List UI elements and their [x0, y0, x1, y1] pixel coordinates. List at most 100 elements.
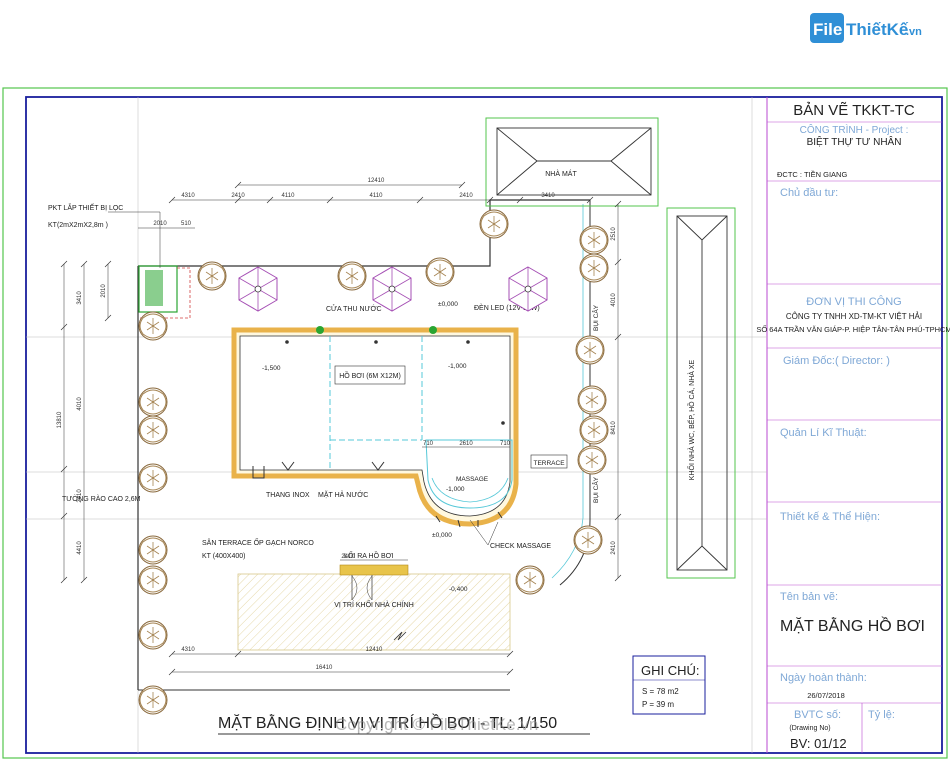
dim-inner-a: 710 — [423, 441, 434, 447]
dim-top-b: 2410 — [231, 193, 245, 199]
dim-top-a: 4310 — [181, 193, 195, 199]
contractor-address: SỐ 64A TRẦN VĂN GIÁP-P. HIỆP TÂN-TÂN PHÚ… — [756, 324, 950, 334]
dim-right-d: 2410 — [611, 541, 617, 555]
label-side-block: KHỐI NHÀ WC, BẾP, HỒ CÁ, NHÀ XE — [686, 359, 696, 480]
umbrella-icon — [372, 266, 412, 312]
sheet-no: BV: 01/12 — [790, 736, 847, 751]
dim-right-a: 2510 — [611, 227, 617, 241]
sheet-name: MẶT BẰNG HỒ BƠI — [780, 616, 925, 635]
tree-icon — [577, 445, 607, 475]
tree-icon — [138, 387, 168, 417]
tree-icon — [138, 311, 168, 341]
tree-icon — [138, 535, 168, 565]
swimming-pool: HỒ BƠI (6M X12M) -1,500 -1,000 MASSAGE -… — [231, 326, 519, 528]
label-massage-depth: -1,000 — [446, 486, 465, 493]
dim-bottom-a: 4310 — [181, 647, 195, 653]
owner-label: Chủ đầu tư: — [780, 187, 838, 199]
label-bamboo-2: BỤI CÂY — [591, 476, 600, 503]
dim-top-total: 12410 — [368, 178, 385, 184]
label-pool: HỒ BƠI (6M X12M) — [339, 370, 401, 380]
dim-filter-b: 510 — [181, 221, 192, 227]
notes-title: GHI CHÚ: — [641, 663, 700, 678]
sheet-no-sub: (Drawing No) — [789, 725, 830, 732]
dim-exit-w: 2410 — [341, 554, 355, 560]
tree-icon — [515, 565, 545, 595]
contractor-name: CÔNG TY TNHH XD-TM-KT VIỆT HẢI — [786, 312, 922, 321]
tree-icon — [479, 209, 509, 239]
dim-inner-c: 710 — [500, 441, 511, 447]
dim-bottom-b: 12410 — [366, 647, 383, 653]
label-depth-right: -1,000 — [448, 363, 467, 370]
label-shed: NHÀ MÁT — [545, 169, 577, 178]
svg-text:.vn: .vn — [906, 26, 922, 38]
label-water-inlet: CỬA THU NƯỚC — [326, 304, 382, 313]
notes-area: S = 78 m2 — [642, 687, 679, 696]
label-level-000: ±0,000 — [438, 301, 458, 308]
tree-icon — [138, 685, 168, 715]
label-pool-exit: LỐI RA HỒ BƠI — [344, 550, 394, 560]
dim-inner-b: 2610 — [459, 441, 473, 447]
tree-icon — [573, 525, 603, 555]
dim-top-f: 3410 — [541, 193, 555, 199]
dim-top-c: 4110 — [282, 193, 296, 199]
contractor-label: ĐƠN VỊ THI CÔNG — [806, 295, 901, 308]
dim-left-c: 2410 — [77, 489, 83, 503]
label-massage: MASSAGE — [456, 476, 489, 483]
completion-date: 26/07/2018 — [807, 691, 845, 700]
label-stainless-ladder: THANG INOX — [266, 492, 310, 499]
label-depth-left: -1,500 — [262, 365, 281, 372]
svg-text:File: File — [813, 20, 842, 39]
tree-icon — [197, 261, 227, 291]
tree-icon — [575, 335, 605, 365]
notes-perimeter: P = 39 m — [642, 700, 674, 709]
label-terrace: TERRACE — [533, 460, 565, 467]
notes-box: GHI CHÚ: S = 78 m2 P = 39 m — [632, 655, 706, 715]
label-level-000b: ±0,000 — [432, 532, 452, 539]
watermark-logo: File ThiếtKế .vn — [810, 13, 922, 43]
completion-label: Ngày hoàn thành: — [780, 672, 867, 684]
director-label: Giám Đốc:( Director: ) — [783, 355, 890, 367]
label-check-massage: CHECK MASSAGE — [490, 543, 551, 550]
tree-icon — [337, 261, 367, 291]
plan-main-title: MẶT BẰNG ĐỊNH VỊ VỊ TRÍ HỒ BƠI - TL: 1/1… — [218, 713, 557, 732]
sheet-name-label: Tên bản vẽ: — [780, 591, 838, 603]
tree-icon — [138, 620, 168, 650]
label-terrace-floor: SÂN TERRACE ỐP GẠCH NORCO — [202, 537, 314, 547]
tree-icon — [579, 225, 609, 255]
tree-icon — [579, 415, 609, 445]
project-label: CÔNG TRÌNH - Project : — [800, 123, 909, 136]
technical-manager-label: Quản Lí Kĩ Thuật: — [780, 427, 867, 439]
sheet-no-label: BVTC số: — [794, 709, 841, 721]
drawing-type: BẢN VẼ TKKT-TC — [793, 102, 915, 119]
dim-right-b: 4010 — [611, 293, 617, 307]
tree-icon — [577, 385, 607, 415]
dim-left-d: 4410 — [77, 541, 83, 555]
label-fence: TƯỜNG RÀO CAO 2,6M — [62, 494, 141, 503]
dim-filter-a: 2010 — [153, 221, 167, 227]
tree-icon — [425, 257, 455, 287]
label-bamboo-1: BỤI CÂY — [591, 304, 600, 331]
dim-top-e: 2410 — [459, 193, 473, 199]
tree-icon — [138, 463, 168, 493]
dim-left-b: 4010 — [77, 397, 83, 411]
label-led-light: ĐÈN LED (12V-10W) — [474, 303, 540, 312]
scale-label: Tỷ lệ: — [868, 709, 895, 721]
svg-text:ThiếtKế: ThiếtKế — [846, 20, 909, 39]
location: ĐCTC : TIỀN GIANG — [777, 169, 847, 179]
tree-icon — [138, 415, 168, 445]
site-plan: PKT LẮP THIẾT BỊ LỌC KT(2mX2mX2,8m ) NHÀ… — [26, 97, 767, 753]
dim-bottom-total: 16410 — [316, 665, 333, 671]
title-block: BẢN VẼ TKKT-TC CÔNG TRÌNH - Project : BI… — [756, 97, 950, 753]
label-water-outlet: MẶT HẢ NƯỚC — [318, 490, 368, 499]
umbrella-icon — [238, 266, 278, 312]
outer-frame — [2, 87, 948, 759]
watermark-bottom: Copyright © FileThietKe.vn — [335, 715, 538, 734]
label-filter-room: PKT LẮP THIẾT BỊ LỌC — [48, 202, 123, 212]
label-filter-room-size: KT(2mX2mX2,8m ) — [48, 222, 108, 229]
dim-left-a: 3410 — [77, 291, 83, 305]
label-tile-size: KT (400X400) — [202, 553, 245, 560]
designer-label: Thiết kế & Thể Hiện: — [780, 511, 880, 523]
inner-frame — [25, 96, 943, 754]
dim-left-total: 13810 — [57, 411, 63, 428]
